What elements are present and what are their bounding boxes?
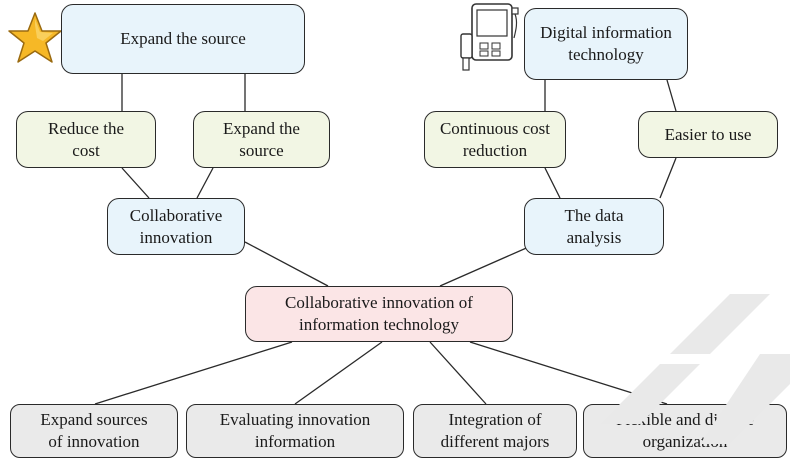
node-expand-the-source: Expand the source bbox=[193, 111, 330, 168]
node-expand-the-source-top: Expand the source bbox=[61, 4, 305, 74]
node-continuous-cost-reduction: Continuous cost reduction bbox=[424, 111, 566, 168]
node-digital-information-technology: Digital information technology bbox=[524, 8, 688, 80]
watermark-graphic bbox=[600, 294, 790, 444]
node-expand-sources-of-innovation: Expand sources of innovation bbox=[10, 404, 178, 458]
handheld-device-icon bbox=[458, 0, 524, 74]
node-integration-of-different-majors: Integration of different majors bbox=[413, 404, 577, 458]
node-center-collaborative-innovation-of-information-technology: Collaborative innovation of information … bbox=[245, 286, 513, 342]
node-easier-to-use: Easier to use bbox=[638, 111, 778, 158]
star-icon bbox=[6, 10, 64, 66]
node-evaluating-innovation-information: Evaluating innovation information bbox=[186, 404, 404, 458]
node-reduce-the-cost: Reduce the cost bbox=[16, 111, 156, 168]
node-the-data-analysis: The data analysis bbox=[524, 198, 664, 255]
node-collaborative-innovation: Collaborative innovation bbox=[107, 198, 245, 255]
